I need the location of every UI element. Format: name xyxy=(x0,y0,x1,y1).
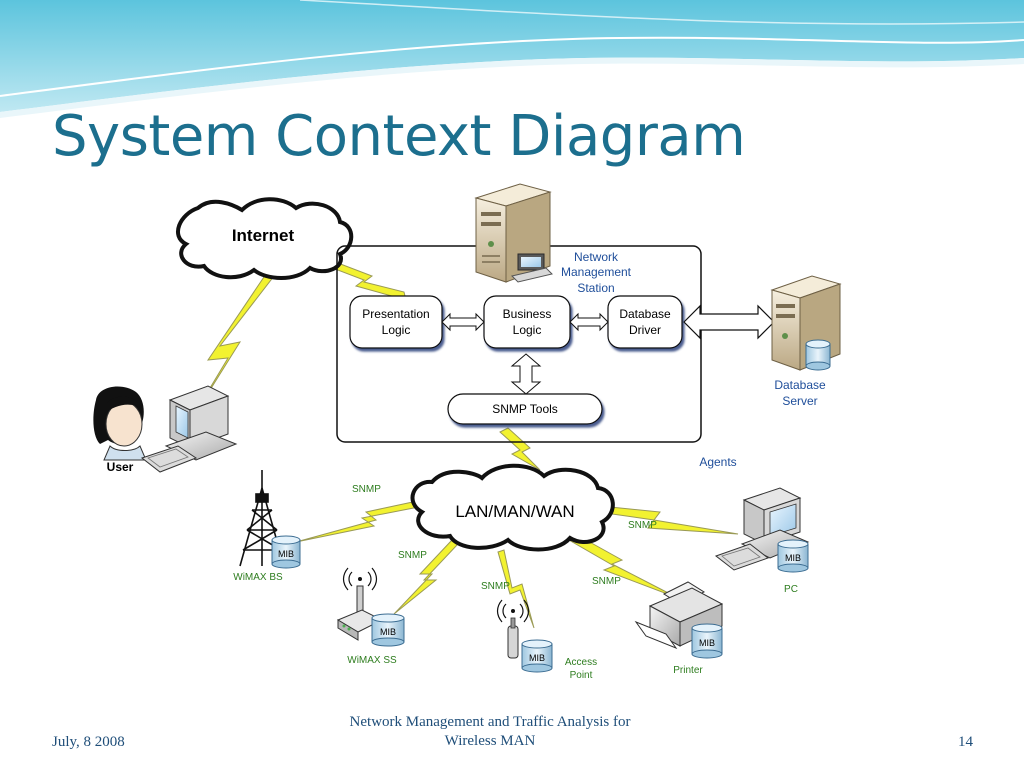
mib-cylinder-bs: MIB xyxy=(271,535,301,569)
wimax-ss-device-icon xyxy=(336,567,384,641)
access-point-label-line1: Access xyxy=(565,657,597,668)
link-lan-printer xyxy=(561,529,679,599)
footer-date: July, 8 2008 xyxy=(52,734,125,750)
user-label: User xyxy=(107,460,134,474)
pc-icon xyxy=(714,487,810,571)
mib-label-ap: MIB xyxy=(529,653,545,663)
driver-label-line1: Database xyxy=(619,307,671,321)
link-lan-wimax-ss xyxy=(393,539,459,615)
presentation-label-line1: Presentation xyxy=(362,307,429,321)
mib-label-pc: MIB xyxy=(785,553,801,563)
agents-label: Agents xyxy=(699,455,736,469)
snmp-tools-box: SNMP Tools xyxy=(447,393,603,425)
user-avatar-icon xyxy=(93,386,147,461)
link-lan-wimax-bs xyxy=(295,499,425,543)
internet-label: Internet xyxy=(232,226,295,245)
arrow-presentation-business xyxy=(441,312,485,332)
printer-label: Printer xyxy=(673,665,703,676)
mib-label-ss: MIB xyxy=(380,627,396,637)
footer-center: Network Management and Traffic Analysis … xyxy=(300,713,680,751)
footer-page-number: 14 xyxy=(958,734,973,750)
business-label-line2: Logic xyxy=(513,323,542,337)
snmp-tools-label: SNMP Tools xyxy=(492,402,558,416)
arrow-business-snmp xyxy=(510,353,542,395)
database-server-icon xyxy=(770,275,842,371)
nms-label-line2: Management xyxy=(561,265,632,279)
footer-center-line1: Network Management and Traffic Analysis … xyxy=(349,714,631,730)
snmp-label-ap: SNMP xyxy=(481,581,510,592)
internet-cloud: Internet xyxy=(176,197,354,280)
mib-cylinder-printer: MIB xyxy=(691,623,723,659)
arrow-driver-dbserver xyxy=(683,304,775,340)
snmp-label-ss: SNMP xyxy=(398,550,427,561)
mib-cylinder-ss: MIB xyxy=(371,613,405,647)
snmp-label-bs: SNMP xyxy=(352,484,381,495)
presentation-logic-box: Presentation Logic xyxy=(349,295,443,349)
nms-label-line3: Station xyxy=(577,281,614,295)
wimax-ss-label: WiMAX SS xyxy=(347,655,397,666)
mib-label-printer: MIB xyxy=(699,638,715,648)
snmp-label-pc: SNMP xyxy=(628,520,657,531)
mib-cylinder-ap: MIB xyxy=(521,639,553,673)
footer-center-line2: Wireless MAN xyxy=(444,733,536,749)
mib-cylinder-pc: MIB xyxy=(777,539,809,573)
driver-label-line2: Driver xyxy=(629,323,661,337)
header-banner xyxy=(0,0,1024,118)
nms-label-line1: Network xyxy=(574,250,619,264)
pc-label: PC xyxy=(784,584,798,595)
lan-man-wan-cloud: LAN/MAN/WAN xyxy=(410,463,615,552)
link-lan-pc xyxy=(597,505,739,535)
slide-title: System Context Diagram xyxy=(52,104,746,169)
dbserver-label-line1: Database xyxy=(774,378,826,392)
business-label-line1: Business xyxy=(503,307,552,321)
wimax-bs-label: WiMAX BS xyxy=(233,572,283,583)
business-logic-box: Business Logic xyxy=(483,295,571,349)
access-point-label-line2: Point xyxy=(570,670,593,681)
link-snmp-tools-lan xyxy=(499,427,541,471)
user-computer-icon xyxy=(140,385,238,473)
arrow-business-driver xyxy=(569,312,609,332)
mib-label-bs: MIB xyxy=(278,549,294,559)
presentation-label-line2: Logic xyxy=(382,323,411,337)
lan-label: LAN/MAN/WAN xyxy=(455,502,574,521)
database-driver-box: Database Driver xyxy=(607,295,683,349)
dbserver-label-line2: Server xyxy=(782,394,817,408)
access-point-icon xyxy=(496,599,530,659)
nms-server-icon xyxy=(474,183,553,283)
snmp-label-printer: SNMP xyxy=(592,576,621,587)
